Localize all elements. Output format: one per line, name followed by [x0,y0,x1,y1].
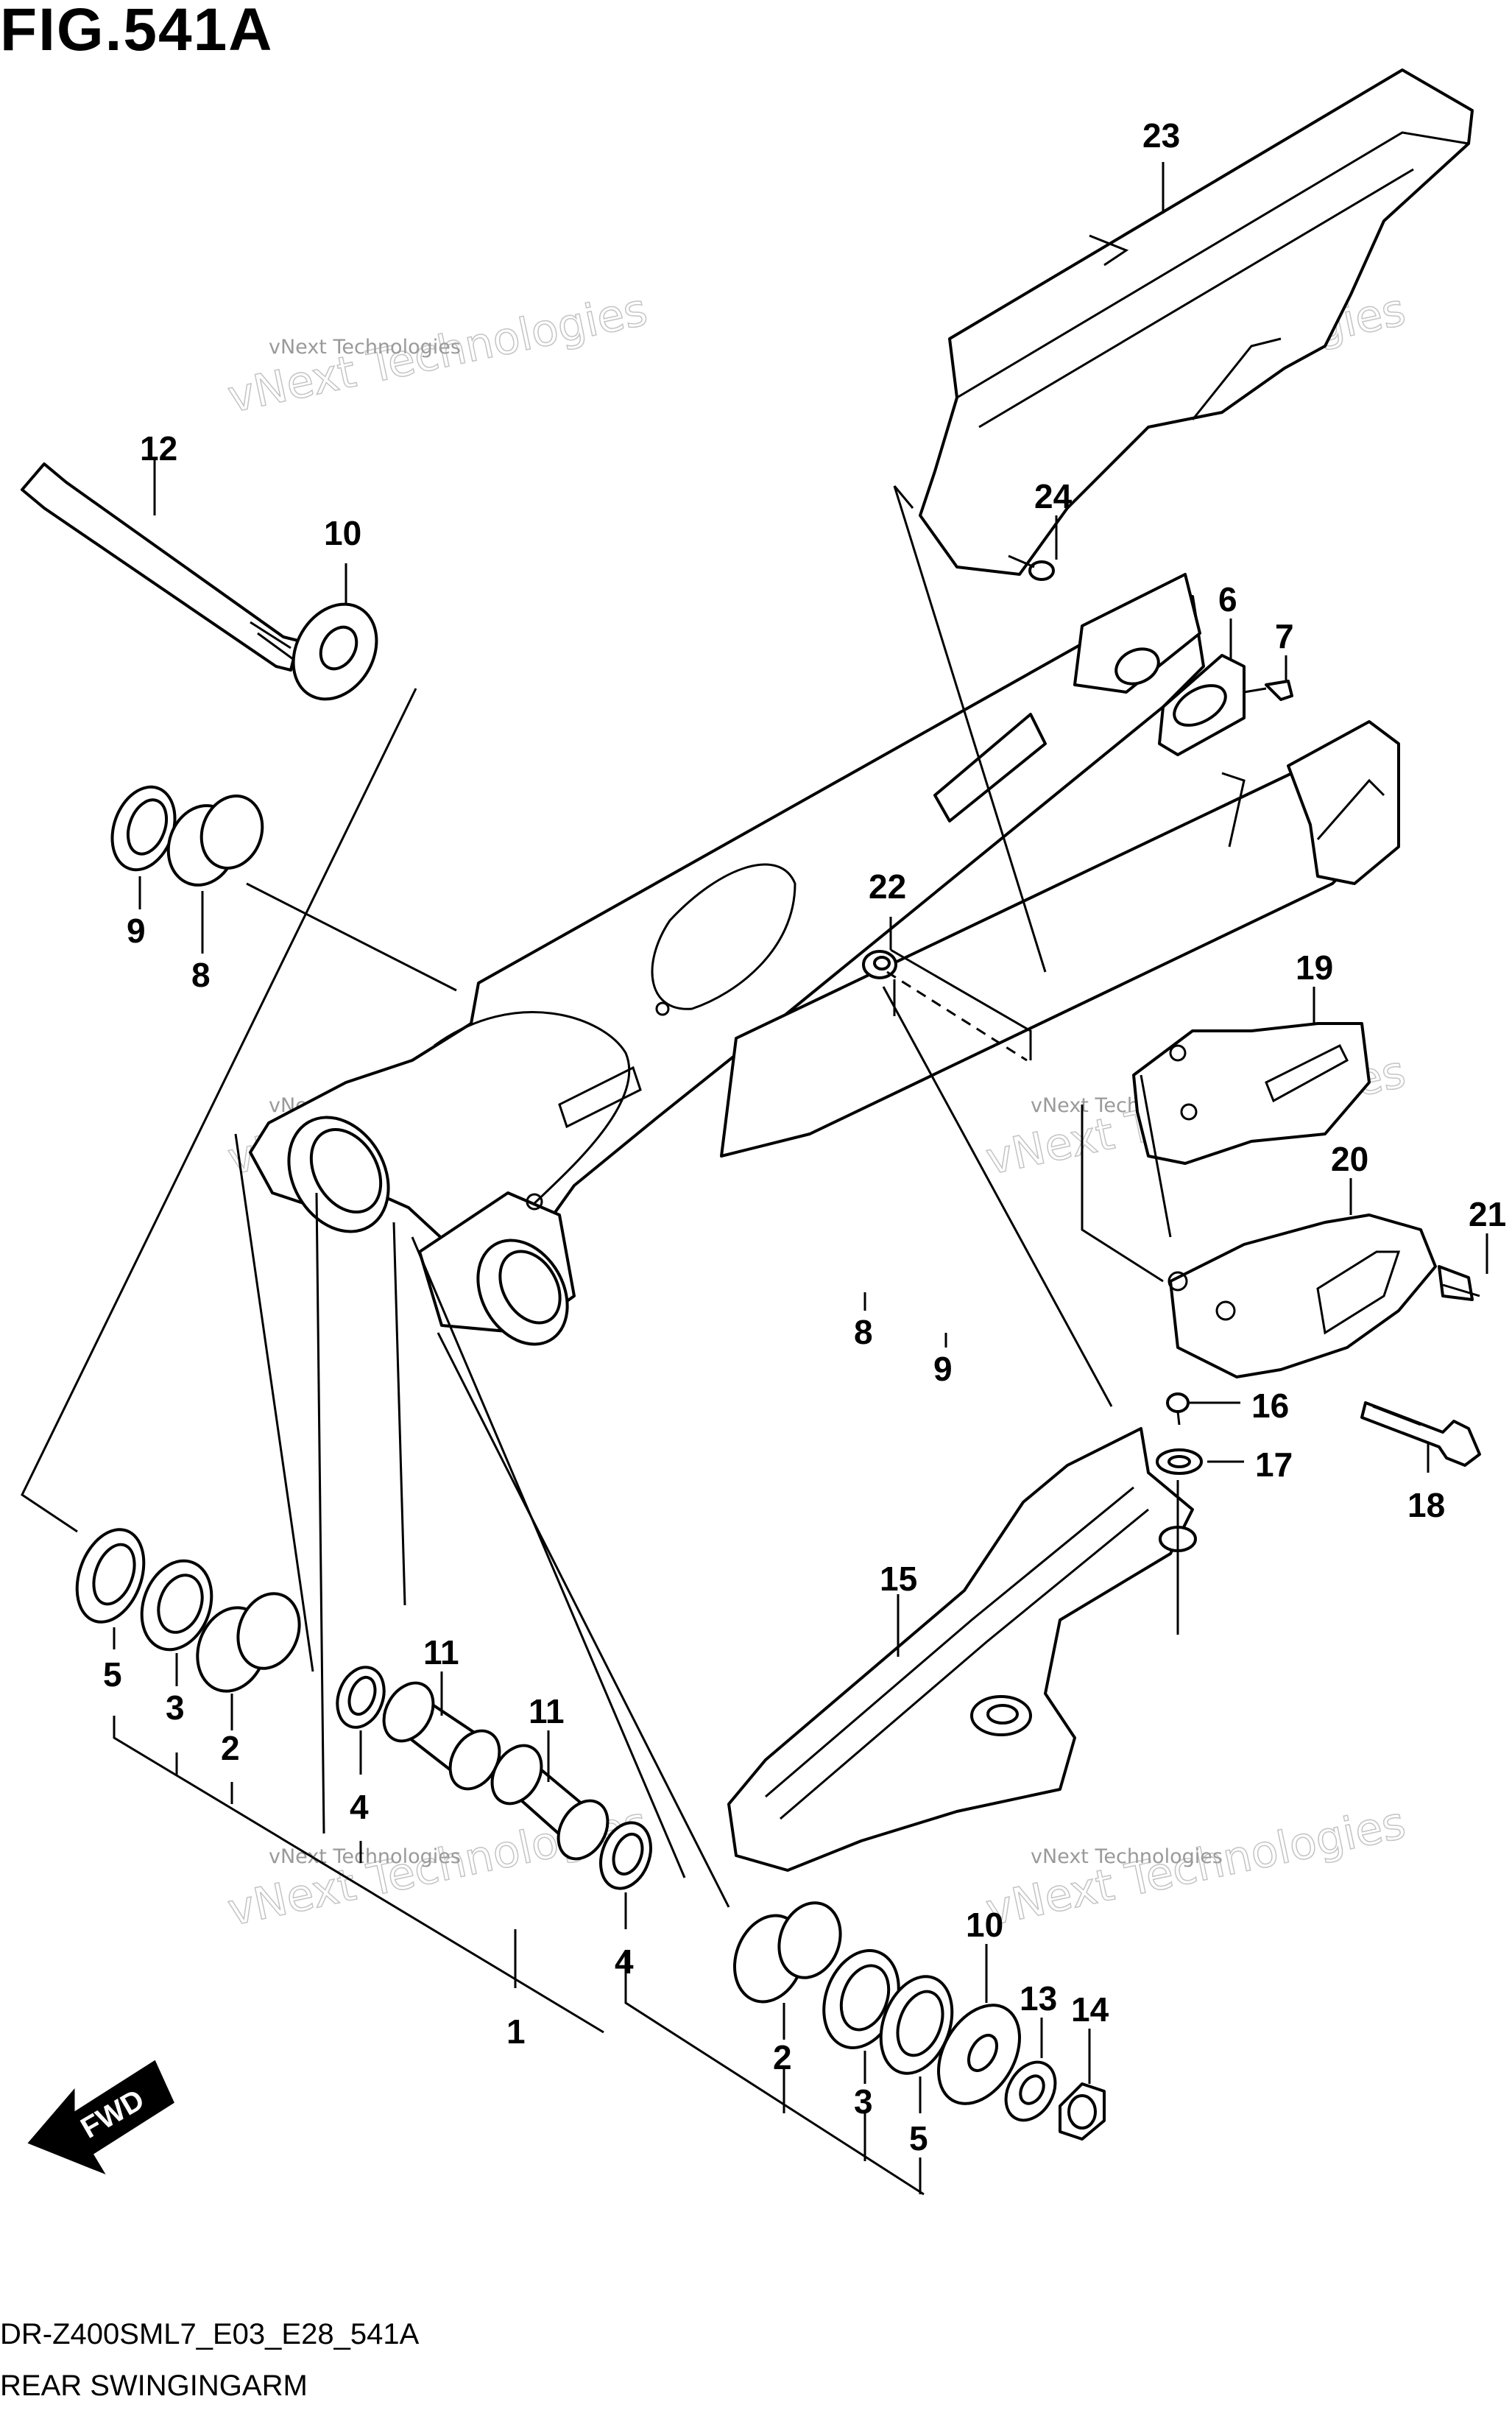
callout-16: 16 [1251,1387,1289,1425]
fwd-arrow-shape [27,2060,174,2175]
fwd-arrow: FWD [27,2060,174,2175]
part-2-bearing-lower-left [196,1592,301,1693]
callout-3: 3 [854,2082,873,2121]
part-10-washer-top [292,602,378,701]
callout-11: 11 [423,1633,459,1672]
callout-2: 2 [221,1729,240,1767]
callout-24: 24 [1034,477,1073,515]
watermark-top-left: vNext Technologies vNext Technologies [223,283,652,424]
part-4-seal-right [599,1821,652,1890]
callout-4: 4 [615,1942,634,1981]
callout-5: 5 [909,2119,928,2157]
callout-21: 21 [1469,1195,1506,1233]
part-15-chain-slider [727,1427,1197,1872]
leader-lines [21,162,1488,2196]
callout-8: 8 [191,956,211,994]
part-7-screw [1243,680,1293,701]
section-name: REAR SWINGINGARM [0,2370,308,2402]
callout-6: 6 [1218,580,1237,619]
watermark-bottom-right: vNext Technologies vNext Technologies [981,1797,1410,1937]
part-11-collar-upper [382,1681,501,1791]
part-3-seal-lower-left [140,1559,213,1652]
callout-2: 2 [773,2038,792,2076]
part-19-chain-guide-lower [1167,1213,1437,1378]
part-6-adjuster-plate [1158,654,1246,756]
part-20-bolt [1360,1401,1481,1467]
callout-18: 19 [1296,948,1333,987]
part-4-seal-left [336,1666,386,1729]
callout-3: 3 [166,1688,185,1727]
part-13-washer [1004,2060,1057,2122]
callout-11: 11 [529,1692,565,1730]
part-5-seal-lower-left [75,1528,146,1624]
part-21-bolt [1438,1265,1480,1301]
part-24-screw [1008,554,1055,581]
callout-5: 5 [103,1655,122,1694]
callout-17: 17 [1255,1445,1293,1484]
callout-9: 9 [933,1350,953,1388]
part-9-seal-upper-left [110,785,177,872]
part-14-nut [1059,2082,1106,2141]
part-23-chain-case [919,68,1474,576]
part-18-chain-guide-upper [1132,1022,1371,1165]
callout-20: 18 [1407,1486,1445,1524]
swingarm-body [249,573,1400,1346]
callout-15: 15 [880,1560,917,1598]
callout-22: 22 [869,867,906,906]
callout-12: 12 [140,429,177,468]
callout-1: 1 [506,2012,526,2051]
model-code: DR-Z400SML7_E03_E28_541A [0,2318,420,2350]
part-2-bearing-lower-right [732,1901,842,2004]
callout-9: 9 [127,912,146,950]
part-16-screw [1166,1392,1190,1426]
callout-13: 13 [1020,1979,1057,2018]
part-10-washer-lower [937,2004,1021,2105]
part-11-collar-lower [490,1744,610,1861]
callout-8: 8 [854,1313,873,1351]
callout-10: 10 [324,514,361,552]
part-12-pivot-bolt [21,462,300,672]
callout-23: 23 [1142,116,1180,155]
callout-14: 14 [1071,1990,1109,2029]
callout-4: 4 [350,1788,369,1826]
part-8-bearing-upper-left [166,795,264,887]
part-17-washer [1156,1448,1203,1475]
part-22-grommet [862,950,897,979]
watermark-small-text: vNext Technologies [1031,1845,1223,1868]
callout-7: 7 [1275,617,1294,655]
figure-title: FIG.541A [0,0,274,63]
callout-19: 20 [1331,1140,1368,1178]
callout-labels: 12 10 23 24 6 7 9 8 22 19 20 21 8 9 16 1… [103,116,1506,2157]
watermark-small-text: vNext Technologies [269,336,461,359]
callout-10: 10 [966,1906,1003,1944]
